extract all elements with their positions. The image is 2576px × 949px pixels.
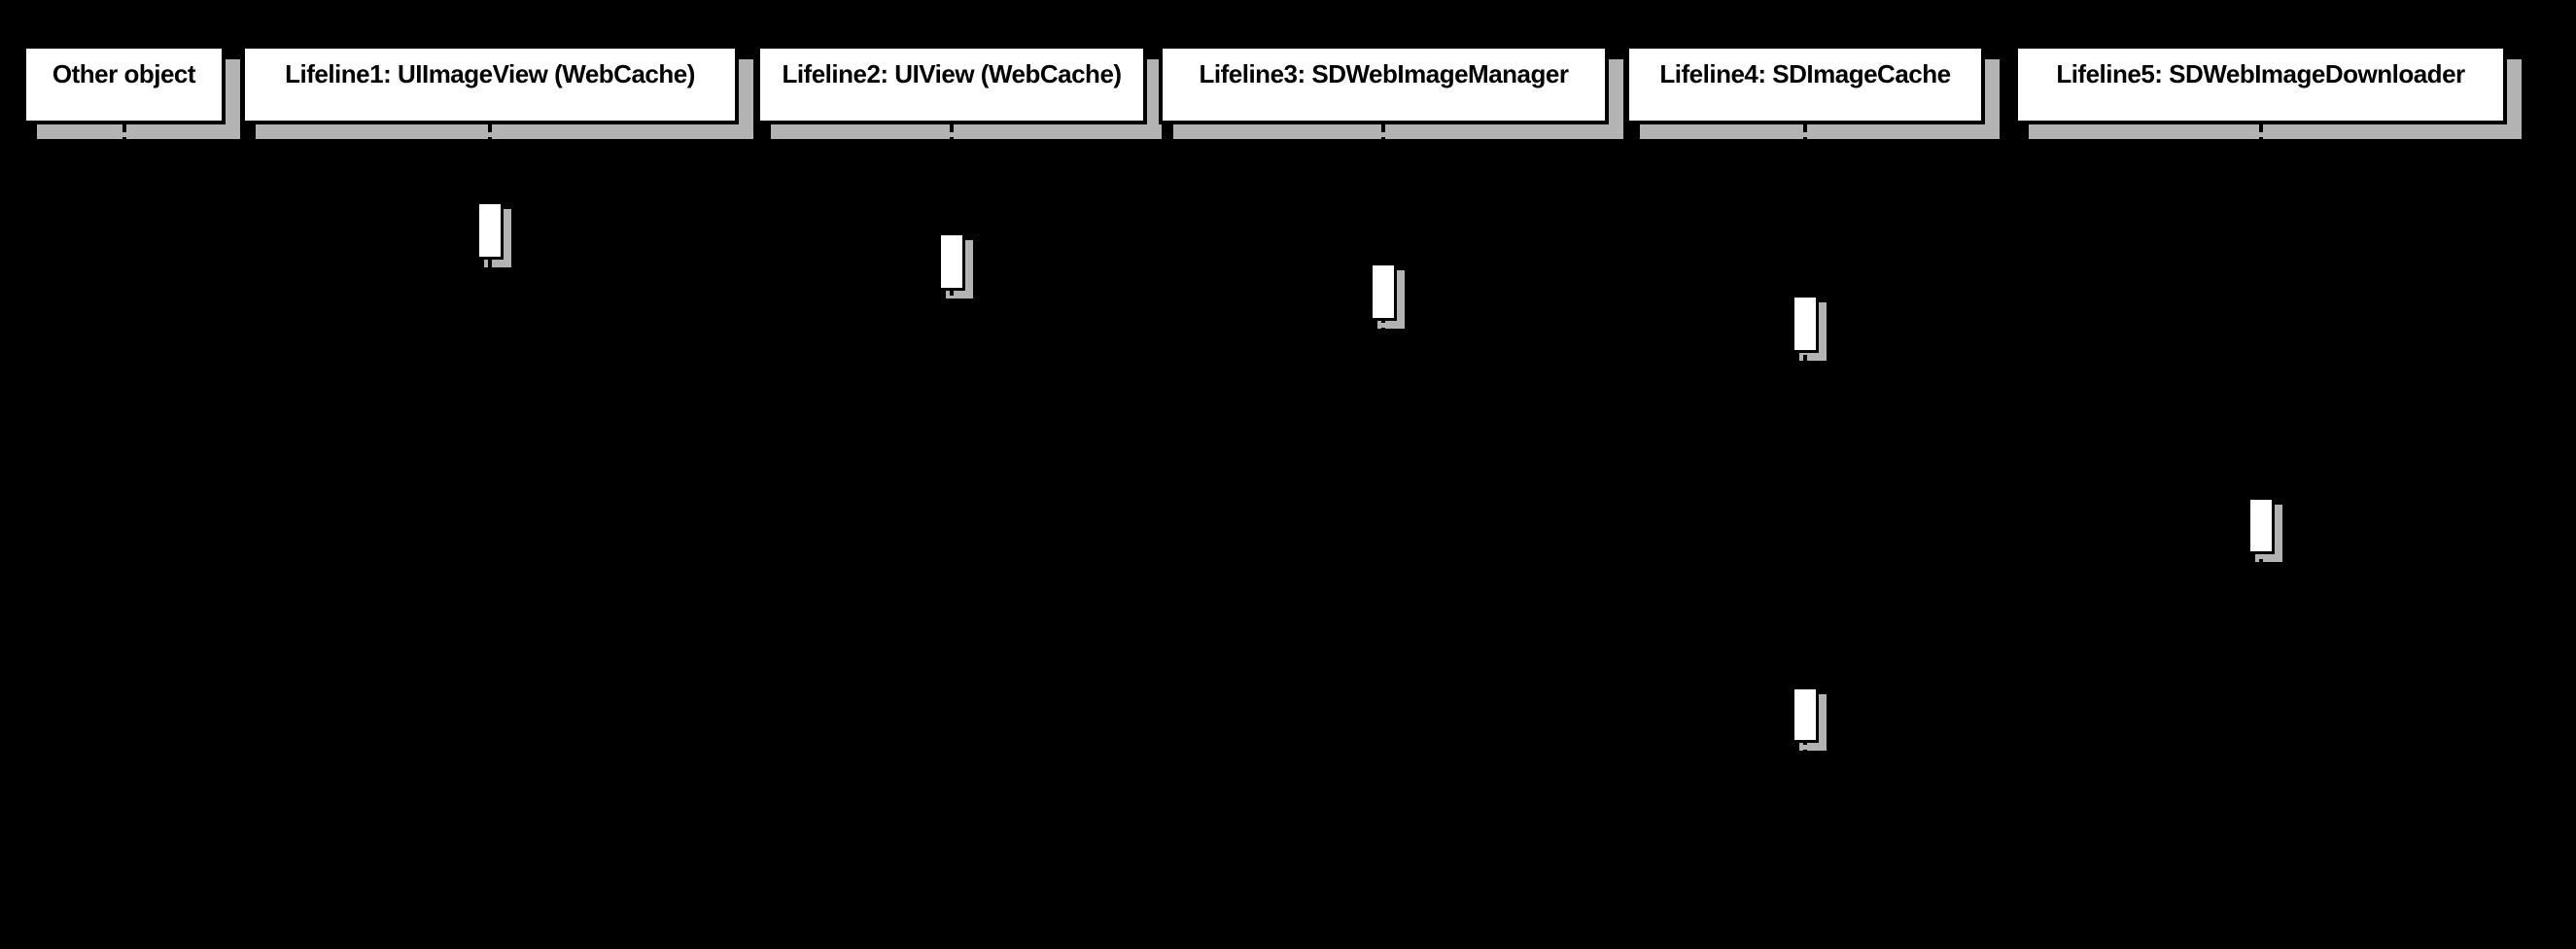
lifeline-dashed-line: [1803, 123, 1807, 915]
activation-bar: [476, 201, 504, 260]
lifeline-dashed-line: [1381, 123, 1385, 915]
lifeline-label: Lifeline2: UIView (WebCache): [782, 59, 1122, 88]
lifeline-header-box-lifeline1: Lifeline1: UIImageView (WebCache): [241, 45, 739, 124]
lifeline-header-box-lifeline3: Lifeline3: SDWebImageManager: [1159, 45, 1609, 124]
lifeline-label: Lifeline1: UIImageView (WebCache): [285, 59, 695, 88]
lifeline-dashed-line: [488, 123, 492, 915]
activation-bar: [1370, 263, 1397, 321]
lifeline-dashed-line: [122, 123, 126, 915]
lifeline-label: Other object: [52, 59, 196, 88]
lifeline-dashed-line: [950, 123, 954, 915]
lifeline-label: Lifeline5: SDWebImageDownloader: [2056, 59, 2465, 88]
lifeline-header-box-lifeline4: Lifeline4: SDImageCache: [1625, 45, 1985, 124]
lifeline-header-box-other-object: Other object: [22, 45, 226, 124]
activation-bar: [1792, 686, 1819, 743]
lifeline-label: Lifeline3: SDWebImageManager: [1199, 59, 1569, 88]
lifeline-header-box-lifeline5: Lifeline5: SDWebImageDownloader: [2014, 45, 2507, 124]
activation-bar: [1792, 295, 1819, 353]
lifeline-label: Lifeline4: SDImageCache: [1659, 59, 1951, 88]
lifeline-header-box-lifeline2: Lifeline2: UIView (WebCache): [756, 45, 1147, 124]
activation-bar: [938, 232, 965, 291]
activation-bar: [2247, 497, 2275, 554]
